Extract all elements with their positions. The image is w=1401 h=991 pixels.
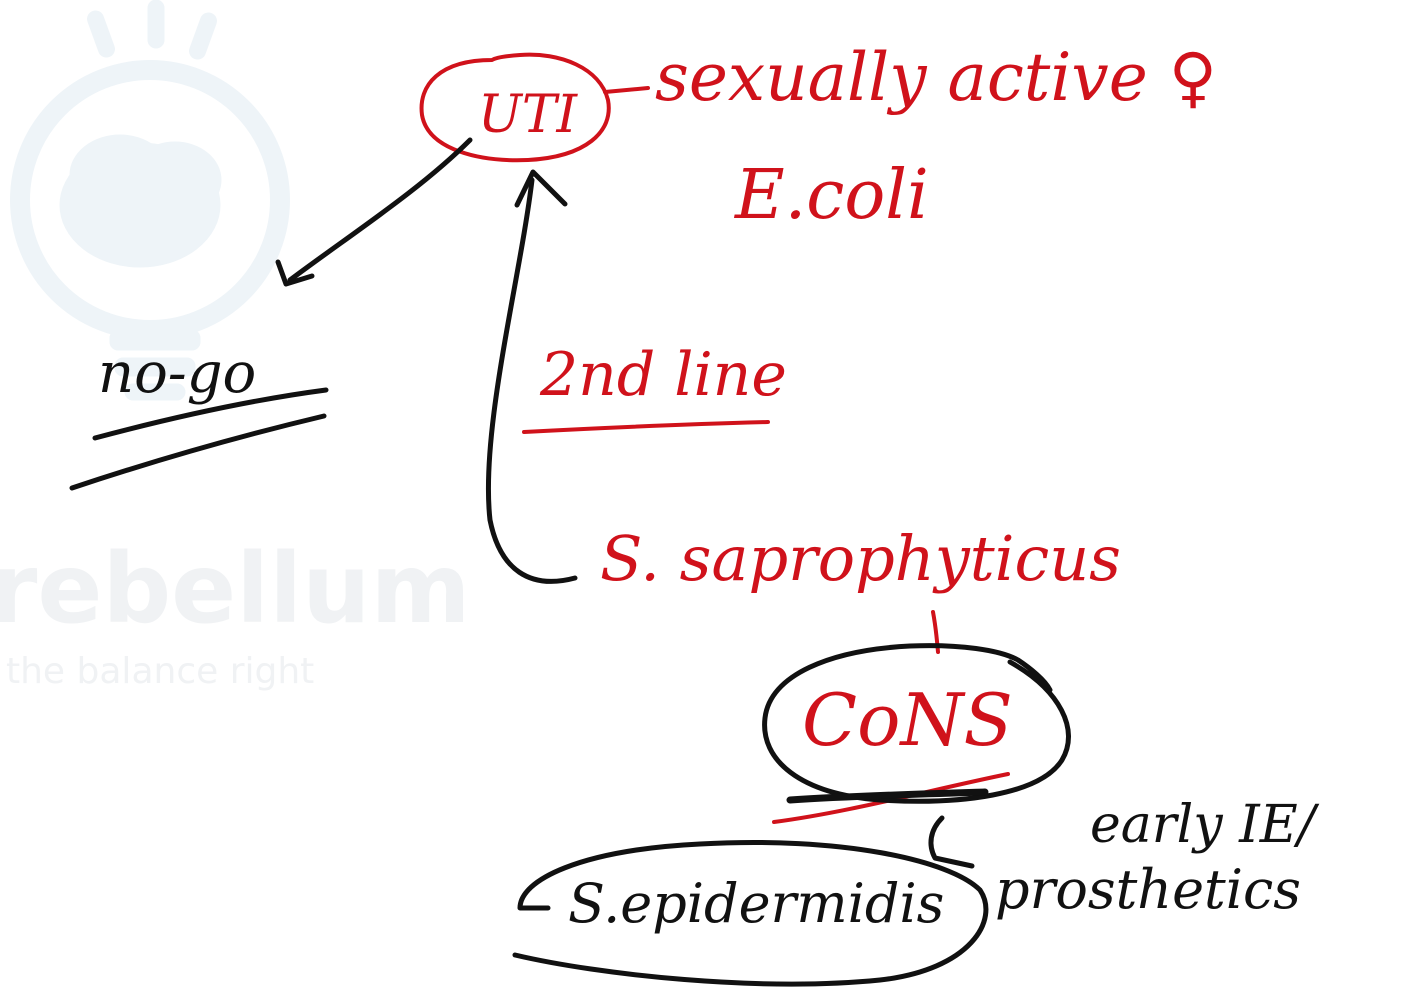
cons-label: CoNS: [802, 678, 1013, 762]
prosthetics-bracket: [928, 815, 975, 869]
uti-label: UTI: [478, 85, 579, 145]
early-ie-label: early IE/: [1090, 795, 1320, 855]
uti-circle: [419, 52, 611, 163]
no-go-strike-2: [69, 413, 327, 491]
uti-note-line2: E.coli: [733, 156, 929, 235]
uti-note-line1: sexually active ♀: [655, 39, 1217, 116]
arrow-head-uti: [514, 169, 568, 208]
watermark-brand: rebellum: [0, 533, 470, 645]
arrow-head-no-go: [275, 259, 315, 287]
cons-underline-black: [786, 788, 989, 804]
watermark: rebellum the balance right: [0, 0, 470, 692]
arrow-to-no-go: [287, 137, 473, 283]
s-sapro-label: S. saprophyticus: [600, 522, 1121, 595]
sapro-tail: [931, 610, 940, 654]
cons-circle: [762, 643, 1071, 804]
arrow-sapro-to-uti: [485, 177, 578, 584]
uti-dash: [603, 86, 650, 94]
watermark-tagline: the balance right: [6, 651, 314, 692]
second-line-label: 2nd line: [539, 340, 787, 410]
red-annotations: UTI sexually active ♀ E.coli 2nd line S.…: [478, 39, 1217, 762]
lightbulb-brain-icon: [10, 0, 290, 401]
no-go-label: no-go: [98, 341, 256, 406]
prosthetics-label: prosthetics: [995, 858, 1301, 921]
black-annotations: no-go early IE/ S.epidermidis prosthetic…: [98, 341, 1320, 935]
s-epi-circle: [512, 839, 989, 987]
no-go-strike-1: [92, 387, 329, 441]
second-line-underline: [522, 420, 770, 434]
s-epi-label: S.epidermidis: [568, 872, 944, 935]
